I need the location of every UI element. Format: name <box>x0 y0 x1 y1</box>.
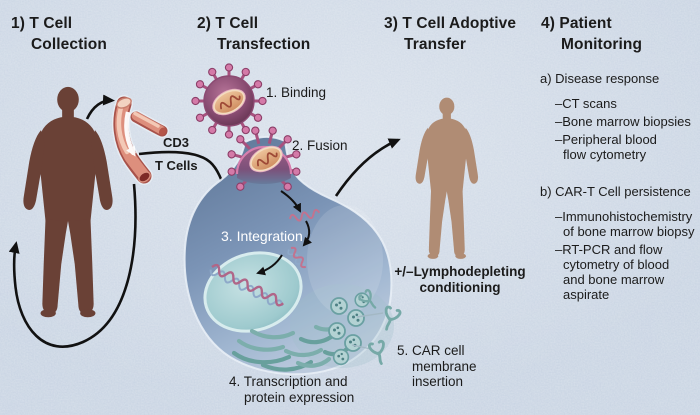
monitoring-heading-a: a) Disease response <box>540 71 660 86</box>
step-transcription-line2: protein expression <box>244 389 355 405</box>
step-car-line1: 5. CAR cell <box>397 343 465 358</box>
viral-rna <box>289 208 321 222</box>
integration-arrow <box>302 220 312 247</box>
header-t-cell-transfection: 2) T Cell Transfection <box>197 13 310 55</box>
lymphodepleting-line2: conditioning <box>419 280 501 295</box>
header-3-line1: 3) T Cell Adoptive <box>384 15 517 32</box>
header-patient-monitoring: 4) Patient Monitoring <box>541 13 642 55</box>
endoplasmic-reticulum <box>231 322 350 372</box>
cd3-label: CD3 <box>163 135 190 150</box>
virus-fusion <box>225 124 303 194</box>
nuclear-dna <box>209 263 284 307</box>
monitoring-item-rt-pcr-cont2: and bone marrow <box>563 272 665 287</box>
step-integration-label: 3. Integration <box>221 228 303 244</box>
monitoring-item-rt-pcr: –RT-PCR and flow <box>555 242 663 257</box>
lymphodepleting-line1: +/–Lymphodepleting <box>394 264 526 279</box>
header-1-line2: Collection <box>31 36 107 53</box>
step-fusion-label: 2. Fusion <box>292 138 348 153</box>
nucleus-entry-arrow <box>256 254 283 276</box>
monitoring-item-immunohistochemistry-cont: of bone marrow biopsy <box>563 224 695 239</box>
lymphodepleting-label: +/–Lymphodepleting conditioning <box>386 264 534 296</box>
header-1-line1: 1) T Cell <box>11 15 73 32</box>
integration-dna <box>287 246 306 269</box>
header-2-line2: Transfection <box>217 36 311 53</box>
monitoring-item-rt-pcr-cont3: aspirate <box>563 287 610 302</box>
step-transcription-line1: 4. Transcription and <box>229 374 348 389</box>
monitoring-item-rt-pcr-cont1: cytometry of blood <box>563 257 670 272</box>
step-binding-label: 1. Binding <box>266 85 327 100</box>
header-4-line2: Monitoring <box>561 36 643 53</box>
monitoring-item-peripheral-blood: –Peripheral blood <box>555 132 657 147</box>
vessel-flow-arrow <box>124 111 136 157</box>
header-4-line1: 4) Patient <box>541 15 612 32</box>
t-cell-nucleus <box>203 251 303 333</box>
collection-arrow <box>85 94 115 120</box>
header-adoptive-transfer: 3) T Cell Adoptive Transfer <box>384 13 516 55</box>
membrane-leader-lines <box>351 312 384 350</box>
monitoring-item-immunohistochemistry: –Immunohistochemistry <box>555 209 693 224</box>
adoptive-transfer-arrow <box>334 138 401 197</box>
header-t-cell-collection: 1) T Cell Collection <box>11 13 107 55</box>
monitoring-item-flow-cytometry: flow cytometry <box>563 147 647 162</box>
t-cells-label: T Cells <box>155 158 198 173</box>
blood-vessel <box>111 95 169 185</box>
apheresis-loop-arrow <box>8 183 137 348</box>
fusion-release-arrow <box>280 190 301 213</box>
monitoring-heading-b: b) CAR-T Cell persistence <box>540 184 691 199</box>
monitoring-item-ct-scans: –CT scans <box>555 96 617 111</box>
header-3-line2: Transfer <box>404 36 466 53</box>
step-car-insertion-label: 5. CAR cell membrane insertion <box>397 343 477 390</box>
monitoring-item-bone-marrow-biopsies: –Bone marrow biopsies <box>555 114 691 129</box>
header-2-line1: 2) T Cell <box>197 15 259 32</box>
step-car-line2: membrane <box>412 358 477 374</box>
step-transcription-label: 4. Transcription and protein expression <box>229 374 354 405</box>
step-car-line3: insertion <box>412 374 464 389</box>
virus-binding <box>190 62 268 140</box>
monitoring-list: a) Disease response –CT scans –Bone marr… <box>540 71 695 302</box>
